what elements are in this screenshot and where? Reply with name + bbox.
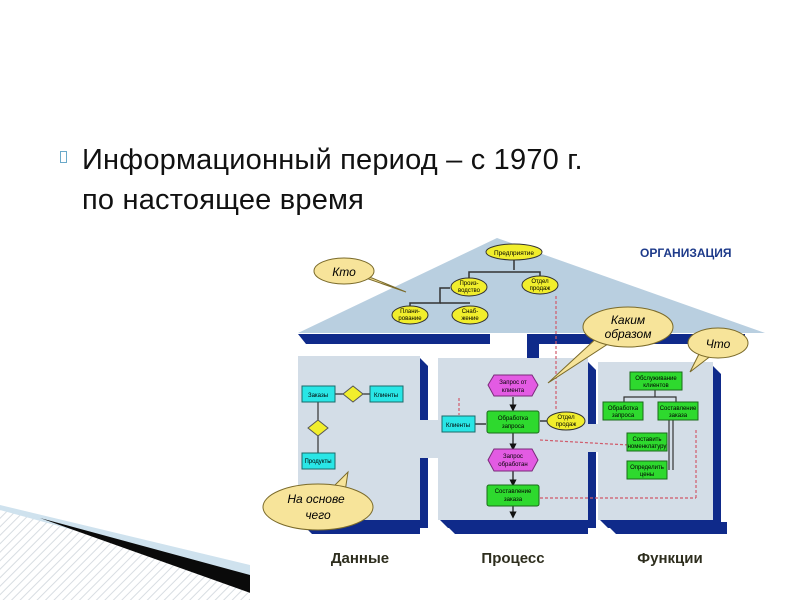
frame-bar-left (298, 334, 490, 344)
column-label-functions: Функции (637, 550, 702, 567)
function-root-service: Обслуживание клиентов (629, 371, 683, 391)
svg-text:Что: Что (706, 337, 731, 351)
org-node-planning: Плани- рование (391, 305, 429, 325)
svg-text:клиента: клиента (502, 388, 525, 394)
entity-orders: Заказы (301, 385, 336, 403)
org-node-production: Произ- водство (450, 277, 488, 297)
event-request-processed: Запрос обработан (487, 448, 539, 472)
svg-text:Составление: Составление (495, 489, 532, 495)
svg-text:Плани-: Плани- (400, 309, 420, 315)
svg-text:цены: цены (640, 472, 654, 478)
svg-text:На основе: На основе (287, 492, 345, 506)
svg-text:заказа: заказа (504, 497, 523, 503)
org-node-root: Предприятие (485, 243, 543, 261)
svg-text:рование: рование (398, 316, 422, 322)
function-compose-nomenclature: Составить номенклатуру (626, 432, 668, 452)
column-label-data: Данные (331, 550, 389, 567)
function-process-request-tree: Обработка запроса (602, 401, 644, 421)
process-base-bar (443, 522, 588, 534)
svg-text:запроса: запроса (612, 413, 635, 419)
svg-text:Продукты: Продукты (304, 459, 331, 465)
org-unit-sales-process: Отдел продаж (546, 411, 586, 431)
svg-text:запроса: запроса (502, 424, 525, 430)
bullet-line-2: по настоящее время (82, 184, 365, 216)
hollow-square-bullet-icon (60, 151, 67, 163)
entity-clients-process: Клиенты (441, 415, 476, 433)
entity-products: Продукты (301, 452, 336, 470)
svg-text:Составить: Составить (632, 437, 661, 443)
function-base-bar (604, 522, 727, 534)
svg-text:Отдел: Отдел (531, 279, 549, 285)
svg-text:жение: жение (461, 316, 479, 322)
svg-text:Снаб-: Снаб- (462, 309, 478, 315)
data-panel-shadow (300, 358, 436, 528)
svg-text:Обработка: Обработка (608, 406, 639, 412)
svg-text:Заказы: Заказы (308, 393, 328, 399)
function-tree-links (623, 390, 677, 470)
svg-text:образом: образом (605, 327, 652, 341)
data-panel-connector (420, 420, 438, 458)
svg-text:Запрос: Запрос (503, 454, 523, 460)
svg-text:заказа: заказа (669, 413, 688, 419)
svg-text:Каким: Каким (611, 313, 645, 327)
svg-text:чего: чего (305, 508, 331, 522)
svg-text:Кто: Кто (332, 265, 356, 279)
event-client-request: Запрос от клиента (487, 374, 539, 397)
org-node-supply: Снаб- жение (451, 305, 489, 325)
callout-based-on: На основе чего (262, 470, 374, 531)
relation-diamond-2 (307, 419, 329, 437)
svg-text:Клиенты: Клиенты (446, 423, 470, 429)
bullet-line-1: Информационный период – с 1970 г. (82, 144, 583, 176)
bullet-text: Информационный период – с 1970 г. по нас… (82, 140, 583, 220)
svg-text:Составление: Составление (660, 406, 697, 412)
svg-text:Произ-: Произ- (459, 281, 478, 287)
svg-text:водство: водство (458, 288, 481, 294)
frame-post-center (527, 334, 539, 364)
svg-text:клиентов: клиентов (643, 383, 668, 389)
diagram-title: ОРГАНИЗАЦИЯ (640, 246, 732, 260)
column-label-process: Процесс (481, 550, 544, 567)
callout-how: Каким образом (547, 306, 674, 384)
process-flow-arrows (475, 397, 548, 519)
svg-text:Клиенты: Клиенты (374, 393, 398, 399)
org-node-sales: Отдел продаж (521, 275, 559, 295)
svg-text:Запрос от: Запрос от (499, 380, 527, 386)
corner-dark-band (40, 518, 300, 600)
callout-who: Кто (313, 257, 407, 293)
callout-what: Что (687, 327, 749, 373)
svg-text:Обработка: Обработка (498, 416, 529, 422)
svg-text:продаж: продаж (530, 286, 551, 292)
function-compose-order: Составление заказа (486, 484, 540, 507)
svg-text:Отдел: Отдел (557, 415, 575, 421)
svg-text:Предприятие: Предприятие (494, 250, 534, 257)
function-compose-order-tree: Составление заказа (657, 401, 699, 421)
svg-text:продаж: продаж (556, 422, 577, 428)
function-process-request: Обработка запроса (486, 410, 540, 434)
svg-text:обработан: обработан (498, 462, 527, 468)
function-determine-prices: Определить цены (626, 460, 668, 480)
svg-text:Определить: Определить (630, 465, 664, 471)
entity-clients: Клиенты (369, 385, 404, 403)
svg-text:номенклатуру: номенклатуру (628, 444, 667, 450)
relation-diamond-1 (342, 385, 364, 403)
svg-text:Обслуживание: Обслуживание (635, 376, 677, 382)
